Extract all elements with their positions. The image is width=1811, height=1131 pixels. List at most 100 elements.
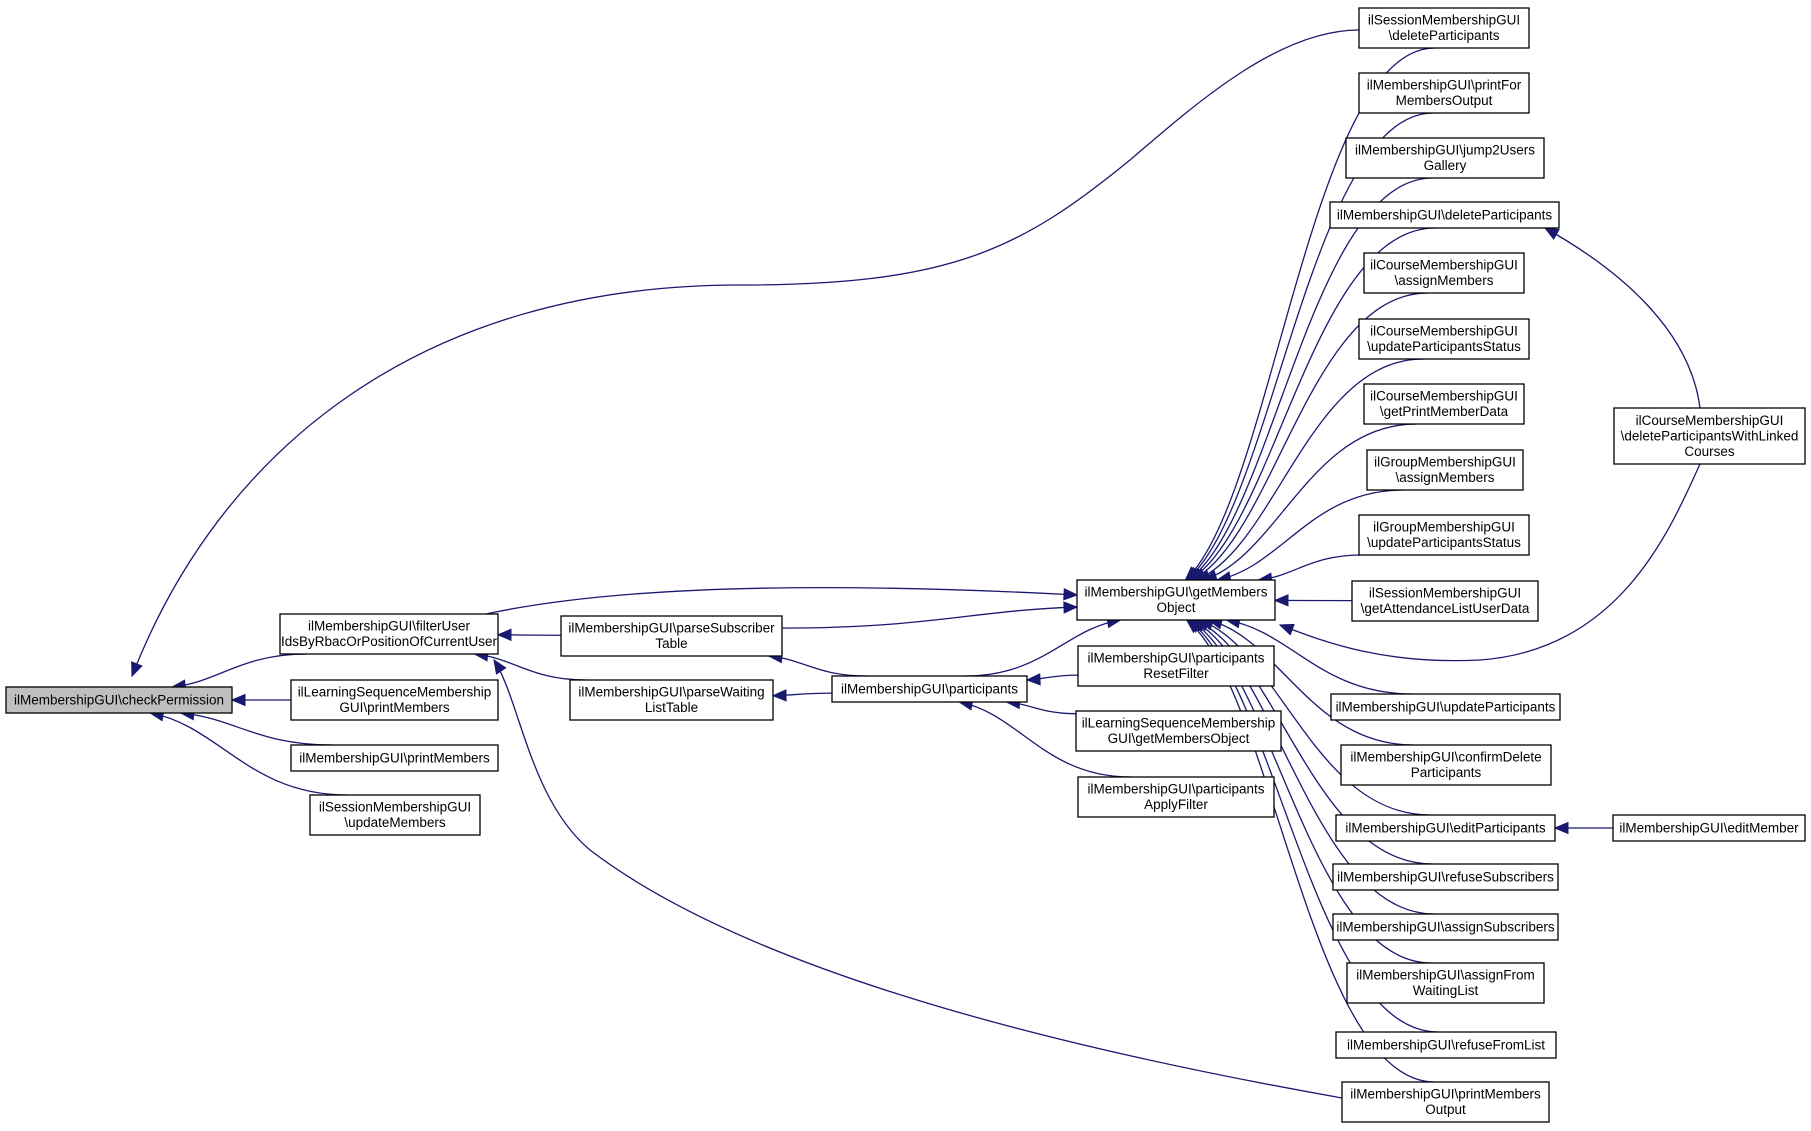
node-label: ilMembershipGUI\parseWaiting bbox=[578, 685, 764, 700]
node-label: ilMembershipGUI\participants bbox=[841, 681, 1018, 696]
node-sessUpdateMembers[interactable]: ilSessionMembershipGUI\updateMembers bbox=[309, 794, 481, 836]
edge-parseWaiting-to-filterUser-line bbox=[474, 653, 586, 681]
node-courseUpdateParticipantsStatus[interactable]: ilCourseMembershipGUI\updateParticipants… bbox=[1358, 318, 1530, 360]
node-courseAssignMembers[interactable]: ilCourseMembershipGUI\assignMembers bbox=[1363, 252, 1525, 294]
node-box bbox=[1358, 514, 1530, 556]
edge-participants-to-parseSubscriber bbox=[767, 650, 867, 677]
edge-sessDeleteParticipants-to-checkPermission-line bbox=[131, 29, 1360, 677]
node-groupAssignMembers[interactable]: ilGroupMembershipGUI\assignMembers bbox=[1366, 449, 1524, 491]
edge-confirmDeleteParticipants-to-getMembersObject-line bbox=[1208, 619, 1414, 746]
node-editMember[interactable]: ilMembershipGUI\editMember bbox=[1612, 814, 1806, 842]
node-label: ilMembershipGUI\refuseSubscribers bbox=[1337, 869, 1554, 884]
node-box bbox=[1363, 252, 1525, 294]
node-label: ApplyFilter bbox=[1144, 797, 1208, 812]
node-box bbox=[290, 744, 499, 772]
node-box bbox=[560, 615, 783, 657]
node-label: ilMembershipGUI\editParticipants bbox=[1345, 820, 1546, 835]
node-label: ilLearningSequenceMembership bbox=[1082, 716, 1276, 731]
node-label: ilMembershipGUI\participants bbox=[1087, 651, 1264, 666]
node-label: ilMembershipGUI\checkPermission bbox=[14, 692, 224, 707]
node-label: Participants bbox=[1411, 765, 1482, 780]
edge-participants-to-parseSubscriber-line bbox=[768, 655, 867, 677]
node-label: ilMembershipGUI\editMember bbox=[1619, 820, 1799, 835]
edge-deleteParticipants-to-getMembersObject-line bbox=[1189, 227, 1436, 581]
node-editParticipants[interactable]: ilMembershipGUI\editParticipants bbox=[1335, 814, 1556, 842]
node-label: ilMembershipGUI\printMembers bbox=[1350, 1087, 1541, 1102]
node-label: \deleteParticipants bbox=[1388, 28, 1499, 43]
node-filterUser[interactable]: ilMembershipGUI\filterUserIdsByRbacOrPos… bbox=[279, 613, 499, 655]
node-label: Output bbox=[1425, 1102, 1466, 1117]
edge-printMembers-to-checkPermission-line bbox=[180, 712, 333, 746]
node-label: GUI\printMembers bbox=[339, 700, 450, 715]
edge-participants-to-getMembersObject-line bbox=[965, 619, 1121, 677]
node-box bbox=[1613, 407, 1806, 465]
node-refuseFromList[interactable]: ilMembershipGUI\refuseFromList bbox=[1335, 1031, 1557, 1059]
node-courseDeleteWithLinked[interactable]: ilCourseMembershipGUI\deleteParticipants… bbox=[1613, 407, 1806, 465]
node-sessDeleteParticipants[interactable]: ilSessionMembershipGUI\deleteParticipant… bbox=[1358, 7, 1530, 49]
node-box bbox=[1341, 1081, 1550, 1123]
node-box bbox=[279, 613, 499, 655]
node-lsPrintMembers[interactable]: ilLearningSequenceMembershipGUI\printMem… bbox=[290, 679, 499, 721]
edge-printMembersOutput-to-getMembersObject-arrowhead bbox=[1185, 619, 1202, 634]
edge-groupAssignMembers-to-getMembersObject-line bbox=[1217, 489, 1404, 581]
node-printMembers[interactable]: ilMembershipGUI\printMembers bbox=[290, 744, 499, 772]
node-sessGetAttendanceList[interactable]: ilSessionMembershipGUI\getAttendanceList… bbox=[1351, 580, 1539, 622]
node-checkPermission[interactable]: ilMembershipGUI\checkPermission bbox=[5, 686, 233, 714]
edge-refuseSubscribers-to-getMembersObject-line bbox=[1195, 619, 1433, 865]
edge-printMembersOutput-to-getMembersObject bbox=[1185, 619, 1435, 1083]
node-box bbox=[1332, 913, 1559, 941]
edge-sessDeleteParticipants-to-checkPermission-arrowhead bbox=[131, 661, 143, 678]
node-courseGetPrintMemberData[interactable]: ilCourseMembershipGUI\getPrintMemberData bbox=[1363, 383, 1525, 425]
node-deleteParticipants[interactable]: ilMembershipGUI\deleteParticipants bbox=[1329, 201, 1560, 229]
node-label: ilMembershipGUI\jump2Users bbox=[1355, 143, 1535, 158]
node-label: WaitingList bbox=[1413, 983, 1479, 998]
node-box bbox=[1346, 962, 1545, 1004]
edge-sessDeleteParticipants-to-getMembersObject bbox=[1184, 47, 1435, 581]
edge-parseSubscriber-to-filterUser bbox=[496, 628, 562, 642]
node-box bbox=[1077, 776, 1275, 818]
edge-printMembersOutput-to-filterUser-arrowhead bbox=[493, 658, 507, 675]
node-label: ilSessionMembershipGUI bbox=[1368, 13, 1520, 28]
edge-courseDeleteWithLinked-to-getMembersObject bbox=[1278, 463, 1701, 662]
node-label: Object bbox=[1156, 600, 1195, 615]
node-assignSubscribers[interactable]: ilMembershipGUI\assignSubscribers bbox=[1332, 913, 1559, 941]
edge-printMembersOutput-to-getMembersObject-line bbox=[1186, 619, 1435, 1083]
edges-layer bbox=[131, 29, 1701, 1099]
node-box bbox=[1076, 579, 1276, 621]
node-groupUpdateParticipantsStatus[interactable]: ilGroupMembershipGUI\updateParticipantsS… bbox=[1358, 514, 1530, 556]
node-box bbox=[831, 675, 1028, 703]
node-label: ListTable bbox=[645, 700, 698, 715]
edge-courseDeleteWithLinked-to-deleteParticipants bbox=[1543, 227, 1701, 409]
edge-filterUser-to-checkPermission bbox=[170, 653, 308, 692]
node-lsGetMembersObject[interactable]: ilLearningSequenceMembershipGUI\getMembe… bbox=[1075, 710, 1282, 752]
node-confirmDeleteParticipants[interactable]: ilMembershipGUI\confirmDeleteParticipant… bbox=[1340, 744, 1552, 786]
node-label: \assignMembers bbox=[1395, 470, 1494, 485]
node-label: \updateParticipantsStatus bbox=[1367, 339, 1521, 354]
edge-courseDeleteWithLinked-to-getMembersObject-arrowhead bbox=[1278, 623, 1295, 636]
node-getMembersObject[interactable]: ilMembershipGUI\getMembersObject bbox=[1076, 579, 1276, 621]
node-refuseSubscribers[interactable]: ilMembershipGUI\refuseSubscribers bbox=[1332, 863, 1559, 891]
node-box bbox=[1330, 693, 1561, 721]
node-label: ilCourseMembershipGUI bbox=[1370, 258, 1518, 273]
edge-updateParticipants-to-getMembersObject-line bbox=[1226, 619, 1413, 695]
edge-courseDeleteWithLinked-to-deleteParticipants-line bbox=[1544, 227, 1701, 409]
node-box bbox=[5, 686, 233, 714]
node-box bbox=[1329, 201, 1560, 229]
node-participants[interactable]: ilMembershipGUI\participants bbox=[831, 675, 1028, 703]
node-label: ilMembershipGUI\confirmDelete bbox=[1350, 750, 1541, 765]
node-label: ilMembershipGUI\assignSubscribers bbox=[1336, 919, 1555, 934]
node-updateParticipants[interactable]: ilMembershipGUI\updateParticipants bbox=[1330, 693, 1561, 721]
node-label: ilCourseMembershipGUI bbox=[1370, 324, 1518, 339]
edge-courseAssignMembers-to-getMembersObject-line bbox=[1192, 292, 1428, 581]
node-label: \updateMembers bbox=[344, 815, 446, 830]
node-label: \getAttendanceListUserData bbox=[1361, 601, 1530, 616]
node-box bbox=[1363, 383, 1525, 425]
